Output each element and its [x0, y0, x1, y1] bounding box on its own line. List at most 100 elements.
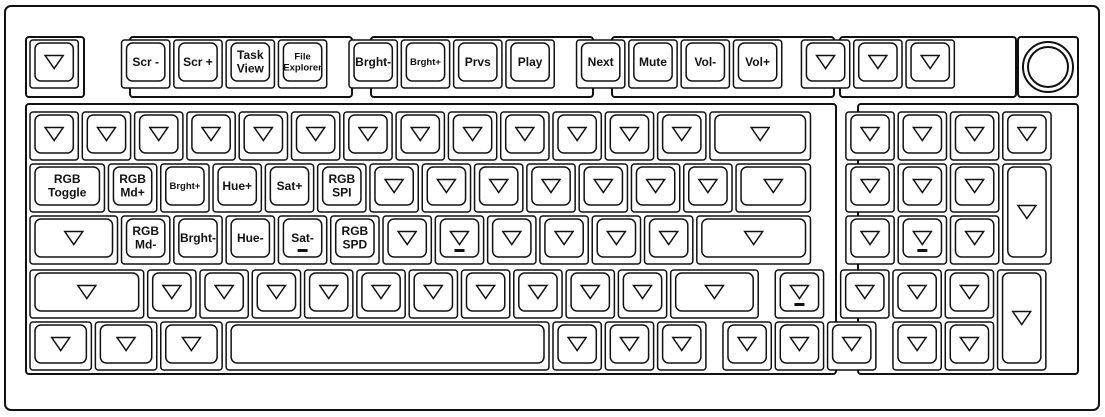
transparent-key[interactable] — [146, 269, 197, 319]
transparent-key[interactable] — [578, 163, 629, 213]
transparent-key[interactable] — [421, 163, 472, 213]
transparent-key[interactable] — [774, 269, 825, 319]
transparent-key[interactable] — [839, 269, 890, 319]
transparent-key[interactable] — [897, 215, 948, 265]
transparent-key[interactable] — [81, 111, 132, 161]
labeled-key[interactable]: Next — [575, 39, 626, 89]
transparent-key[interactable] — [669, 269, 759, 319]
transparent-key[interactable] — [552, 321, 603, 371]
transparent-key[interactable] — [897, 111, 948, 161]
transparent-key[interactable] — [1002, 163, 1052, 265]
transparent-key[interactable] — [94, 321, 158, 371]
transparent-key[interactable] — [845, 215, 895, 265]
transparent-key[interactable] — [499, 111, 550, 161]
key-top — [426, 166, 467, 206]
transparent-key[interactable] — [709, 111, 812, 161]
transparent-key[interactable] — [897, 163, 948, 213]
labeled-key[interactable]: Hue- — [225, 215, 276, 265]
transparent-key[interactable] — [852, 39, 903, 89]
transparent-key[interactable] — [604, 111, 655, 161]
rotary-knob-icon[interactable] — [1022, 41, 1074, 93]
transparent-key[interactable] — [683, 163, 733, 213]
transparent-key[interactable] — [643, 215, 694, 265]
labeled-key[interactable]: Mute — [628, 39, 678, 89]
transparent-key[interactable] — [735, 163, 812, 213]
transparent-key[interactable] — [29, 321, 93, 371]
labeled-key[interactable]: Brght+ — [400, 39, 451, 89]
labeled-key[interactable]: Sat- — [277, 215, 328, 265]
transparent-key[interactable] — [656, 321, 707, 371]
transparent-key[interactable] — [905, 39, 956, 89]
transparent-key[interactable] — [369, 163, 420, 213]
transparent-key[interactable] — [949, 215, 1000, 265]
transparent-key[interactable] — [434, 215, 485, 265]
transparent-key[interactable] — [1002, 111, 1052, 161]
transparent-key[interactable] — [892, 321, 943, 371]
labeled-key[interactable]: Hue+ — [212, 163, 263, 213]
transparent-key[interactable] — [539, 215, 589, 265]
transparent-key[interactable] — [133, 111, 184, 161]
transparent-key[interactable] — [513, 269, 563, 319]
transparent-key[interactable] — [251, 269, 302, 319]
transparent-key[interactable] — [800, 39, 851, 89]
transparent-key[interactable] — [696, 215, 812, 265]
labeled-key[interactable]: Scr + — [173, 39, 223, 89]
transparent-key[interactable] — [774, 321, 825, 371]
transparent-key[interactable] — [630, 163, 681, 213]
transparent-key[interactable] — [447, 111, 498, 161]
labeled-key[interactable]: Brght+ — [160, 163, 210, 213]
transparent-key[interactable] — [486, 215, 537, 265]
transparent-key[interactable] — [996, 269, 1047, 371]
transparent-key[interactable] — [944, 269, 995, 319]
transparent-key[interactable] — [199, 269, 250, 319]
labeled-key[interactable]: Vol+ — [732, 39, 783, 89]
transparent-key[interactable] — [29, 269, 145, 319]
transparent-key[interactable] — [343, 111, 393, 161]
transparent-key[interactable] — [382, 215, 433, 265]
transparent-key[interactable] — [617, 269, 668, 319]
transparent-key[interactable] — [949, 163, 1000, 213]
transparent-key[interactable] — [29, 111, 80, 161]
transparent-key[interactable] — [722, 321, 773, 371]
spacebar-key[interactable] — [225, 321, 550, 371]
transparent-key[interactable] — [29, 215, 119, 265]
labeled-key[interactable]: Brght- — [348, 39, 399, 89]
transparent-key[interactable] — [944, 321, 995, 371]
transparent-key[interactable] — [160, 321, 223, 371]
transparent-key[interactable] — [656, 111, 707, 161]
transparent-key[interactable] — [408, 269, 459, 319]
transparent-key[interactable] — [473, 163, 524, 213]
transparent-key[interactable] — [460, 269, 511, 319]
labeled-key[interactable]: Sat+ — [264, 163, 315, 213]
labeled-key[interactable]: Brght- — [173, 215, 223, 265]
key-top — [831, 324, 872, 364]
transparent-key[interactable] — [826, 321, 877, 371]
labeled-key[interactable]: Prvs — [452, 39, 503, 89]
transparent-key[interactable] — [303, 269, 354, 319]
transparent-key[interactable] — [604, 321, 655, 371]
transparent-key[interactable] — [526, 163, 576, 213]
transparent-key[interactable] — [395, 111, 446, 161]
labeled-key[interactable]: Vol- — [680, 39, 731, 89]
transparent-key[interactable] — [238, 111, 289, 161]
transparent-key[interactable] — [892, 269, 943, 319]
transparent-key[interactable] — [290, 111, 341, 161]
transparent-key[interactable] — [552, 111, 603, 161]
transparent-key[interactable] — [591, 215, 642, 265]
transparent-key[interactable] — [186, 111, 236, 161]
transparent-key[interactable] — [29, 39, 80, 89]
labeled-key[interactable]: Scr - — [120, 39, 171, 89]
transparent-key[interactable] — [845, 111, 895, 161]
transparent-key[interactable] — [949, 111, 1000, 161]
transparent-key[interactable] — [356, 269, 406, 319]
transparent-key[interactable] — [845, 163, 895, 213]
labeled-key[interactable]: Play — [505, 39, 555, 89]
transparent-key[interactable] — [565, 269, 616, 319]
